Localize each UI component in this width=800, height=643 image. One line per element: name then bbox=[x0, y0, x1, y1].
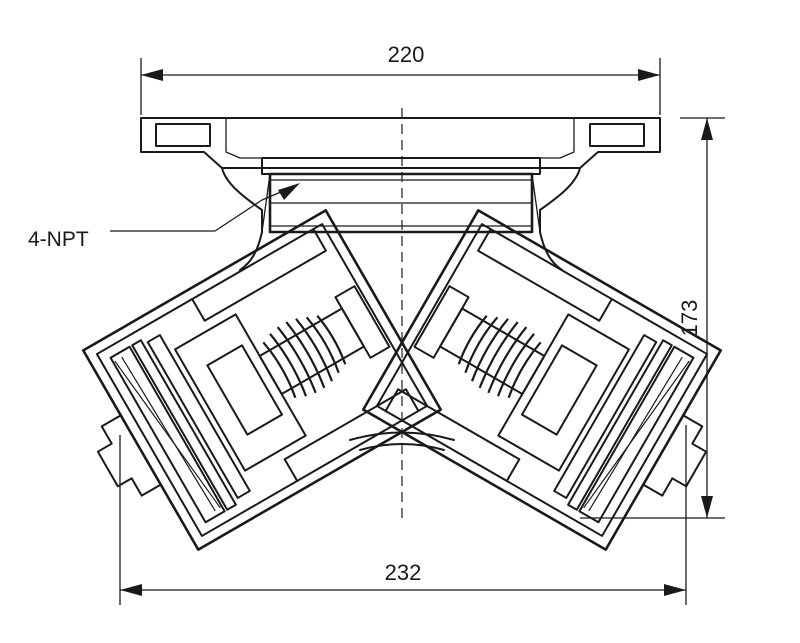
right-chamber bbox=[361, 209, 723, 551]
spring bbox=[262, 315, 347, 399]
arrowhead-top bbox=[701, 118, 713, 140]
dimension-top-width: 220 bbox=[140, 42, 661, 115]
arrowhead-left bbox=[141, 69, 163, 81]
callout-4-npt: 4-NPT bbox=[28, 183, 300, 251]
spring bbox=[457, 315, 542, 399]
left-chamber bbox=[81, 209, 443, 551]
arrowhead-bottom bbox=[701, 496, 713, 518]
dimension-label-220: 220 bbox=[388, 42, 425, 67]
callout-label-4-npt: 4-NPT bbox=[28, 228, 89, 251]
arrowhead-left bbox=[120, 584, 142, 596]
threaded-neck bbox=[221, 157, 581, 234]
dimension-bottom-width: 232 bbox=[119, 425, 687, 605]
dimension-label-232: 232 bbox=[385, 560, 422, 585]
top-flange bbox=[140, 117, 661, 169]
dimension-label-173: 173 bbox=[677, 300, 702, 337]
callout-arrowhead bbox=[278, 183, 300, 200]
arrowhead-right bbox=[664, 584, 686, 596]
arrowhead-right bbox=[638, 69, 660, 81]
